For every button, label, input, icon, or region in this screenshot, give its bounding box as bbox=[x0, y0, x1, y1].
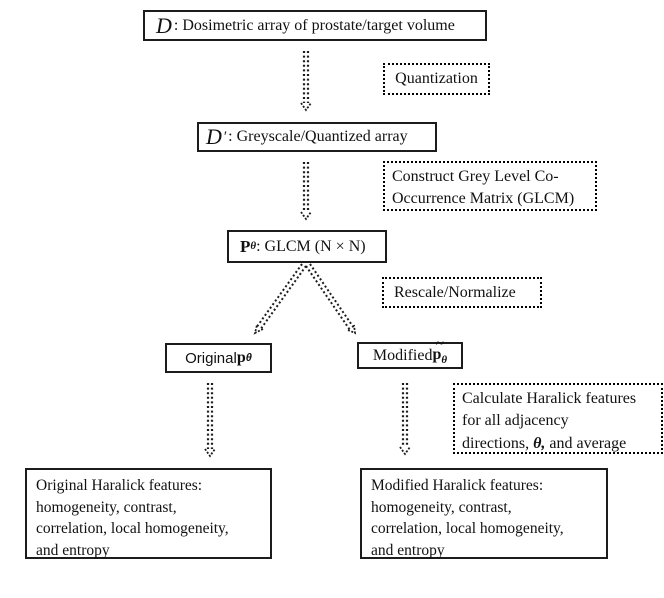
node-greyscale-array: D′: Greyscale/Quantized array bbox=[197, 122, 437, 152]
process-calculate-features: Calculate Haralick features for all adja… bbox=[453, 383, 663, 454]
process-rescale: Rescale/Normalize bbox=[382, 277, 542, 308]
original-features-line3: correlation, local homogeneity, bbox=[36, 520, 229, 537]
arrow-modified-features bbox=[399, 383, 411, 456]
original-features-line1: Original Haralick features: bbox=[36, 477, 203, 494]
process-quantization-label: Quantization bbox=[395, 70, 478, 87]
node-greyscale-label: : Greyscale/Quantized array bbox=[228, 128, 408, 145]
node-dosimetric-label: : Dosimetric array of prostate/target vo… bbox=[173, 16, 455, 34]
prime-mark: ′ bbox=[223, 128, 228, 145]
math-symbol-p-tilde: ~pθ bbox=[432, 336, 448, 366]
node-glcm-label: : GLCM (N × N) bbox=[256, 237, 366, 255]
original-features-line2: homogeneity, contrast, bbox=[36, 498, 177, 516]
modified-features-line2: homogeneity, contrast, bbox=[371, 498, 512, 516]
theta-subscript: θ bbox=[250, 240, 257, 252]
modified-features-line4: and entropy bbox=[371, 541, 445, 559]
process-construct-line2: Occurrence Matrix (GLCM) bbox=[392, 190, 575, 207]
math-symbol-p: p bbox=[236, 349, 246, 366]
arrow-construct-glcm bbox=[300, 162, 312, 221]
node-modified-haralick-features: Modified Haralick features: homogeneity,… bbox=[360, 468, 608, 559]
process-calculate-line1: Calculate Haralick features bbox=[462, 390, 637, 407]
arrow-split-right bbox=[305, 263, 357, 335]
process-calculate-line3: directions, θ, and average bbox=[462, 433, 654, 455]
node-original-p-label: Original bbox=[185, 349, 237, 367]
theta-subscript: θ bbox=[441, 353, 448, 366]
theta-symbol: θ, bbox=[533, 434, 546, 452]
math-symbol-P: P bbox=[240, 236, 251, 256]
process-calculate-line2: for all adjacency bbox=[462, 412, 569, 430]
math-symbol-D-prime: D bbox=[206, 124, 222, 149]
math-symbol-D: D bbox=[156, 12, 172, 38]
process-construct-line1: Construct Grey Level Co- bbox=[392, 168, 559, 185]
node-modified-p: Modified ~pθ bbox=[357, 336, 463, 369]
math-symbol-p: p bbox=[432, 345, 442, 363]
original-features-line4: and entropy bbox=[36, 541, 110, 559]
theta-subscript: θ bbox=[245, 351, 252, 364]
modified-features-line1: Modified Haralick features: bbox=[371, 477, 544, 494]
node-original-haralick-features: Original Haralick features: homogeneity,… bbox=[25, 468, 272, 559]
process-construct-glcm: Construct Grey Level Co- Occurrence Matr… bbox=[383, 161, 597, 211]
node-modified-p-label: Modified bbox=[372, 346, 433, 364]
arrow-quantization bbox=[300, 51, 312, 112]
process-rescale-label: Rescale/Normalize bbox=[394, 283, 516, 301]
modified-features-line3: correlation, local homogeneity, bbox=[371, 520, 564, 537]
process-calculate-line3-post: and average bbox=[545, 434, 627, 452]
process-calculate-line3-pre: directions, bbox=[462, 434, 534, 452]
arrow-original-features bbox=[204, 383, 216, 458]
node-dosimetric-array: D : Dosimetric array of prostate/target … bbox=[143, 10, 487, 41]
process-quantization: Quantization bbox=[383, 63, 490, 95]
tilde-mark: ~ bbox=[435, 335, 444, 352]
arrow-split-left bbox=[253, 263, 307, 335]
